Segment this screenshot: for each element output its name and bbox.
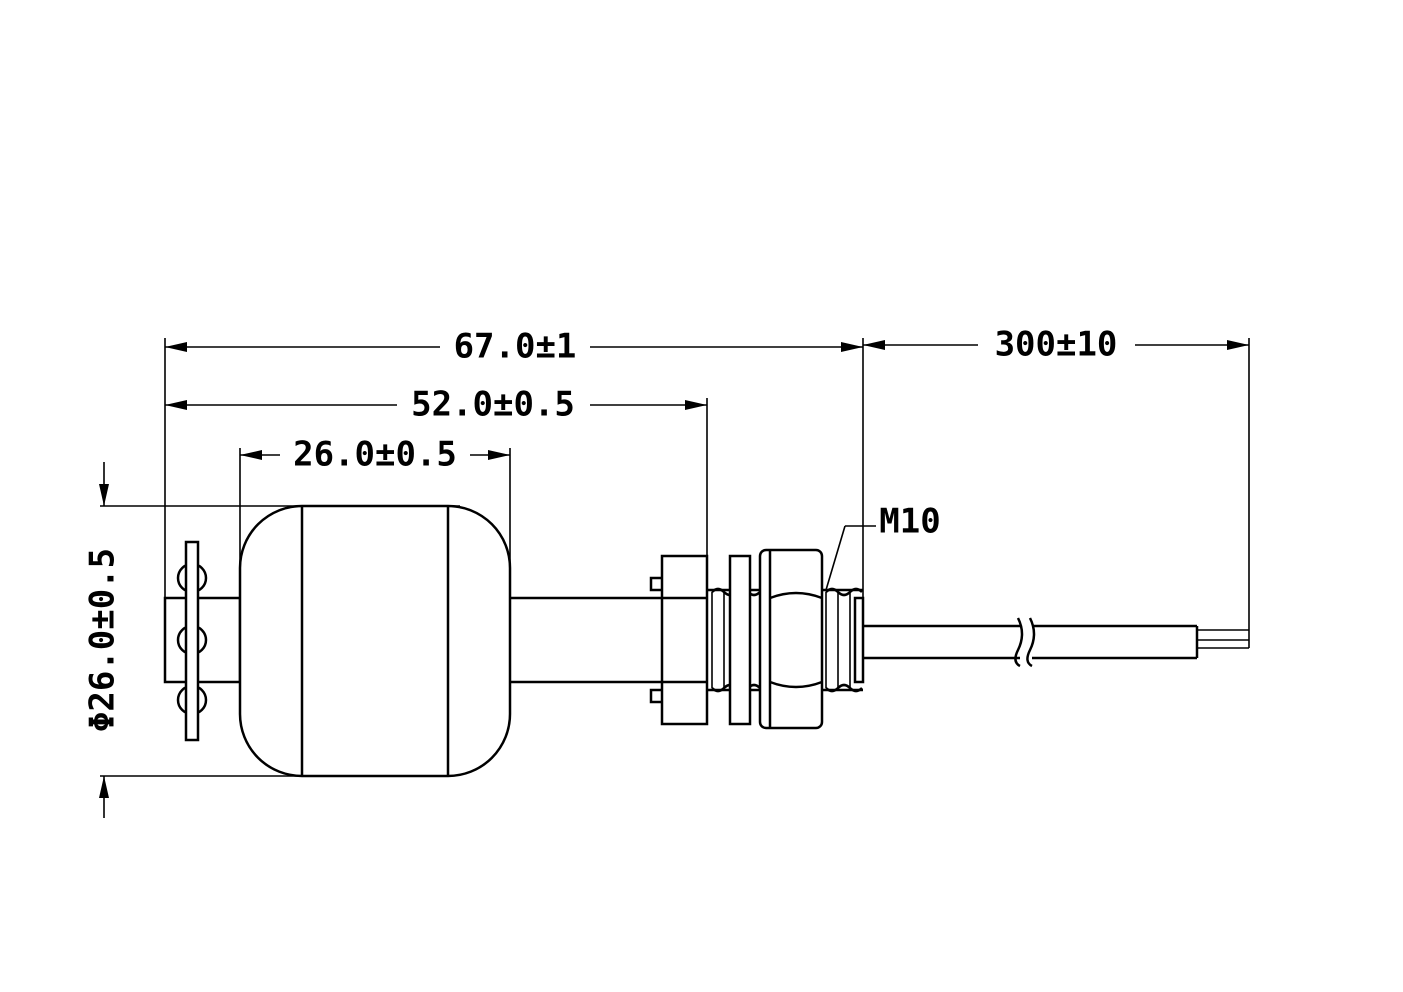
- mount-flange: [649, 554, 709, 726]
- cable: [863, 617, 1250, 668]
- thread-label: M10: [879, 502, 940, 542]
- hex-nut: [758, 548, 824, 730]
- mount-length-label: 52.0±0.5: [411, 385, 575, 425]
- dimension-overall-length: 67.0±1: [165, 327, 863, 367]
- float-body: [238, 504, 512, 778]
- dimension-float-length: 26.0±0.5: [240, 435, 510, 475]
- stem: [510, 596, 662, 684]
- washer: [728, 554, 752, 726]
- dimension-lead-length: 300±10: [863, 325, 1249, 365]
- float-diameter-label: Φ26.0±0.5: [83, 548, 123, 732]
- float-length-label: 26.0±0.5: [293, 435, 457, 475]
- thread-section-2: [822, 587, 865, 693]
- end-clip: [163, 540, 242, 742]
- overall-length-label: 67.0±1: [454, 327, 577, 367]
- lead-length-label: 300±10: [995, 325, 1118, 365]
- dimension-float-diameter: Φ26.0±0.5: [83, 462, 123, 818]
- dimension-mount-length: 52.0±0.5: [165, 385, 707, 425]
- thread-callout: M10: [825, 502, 941, 591]
